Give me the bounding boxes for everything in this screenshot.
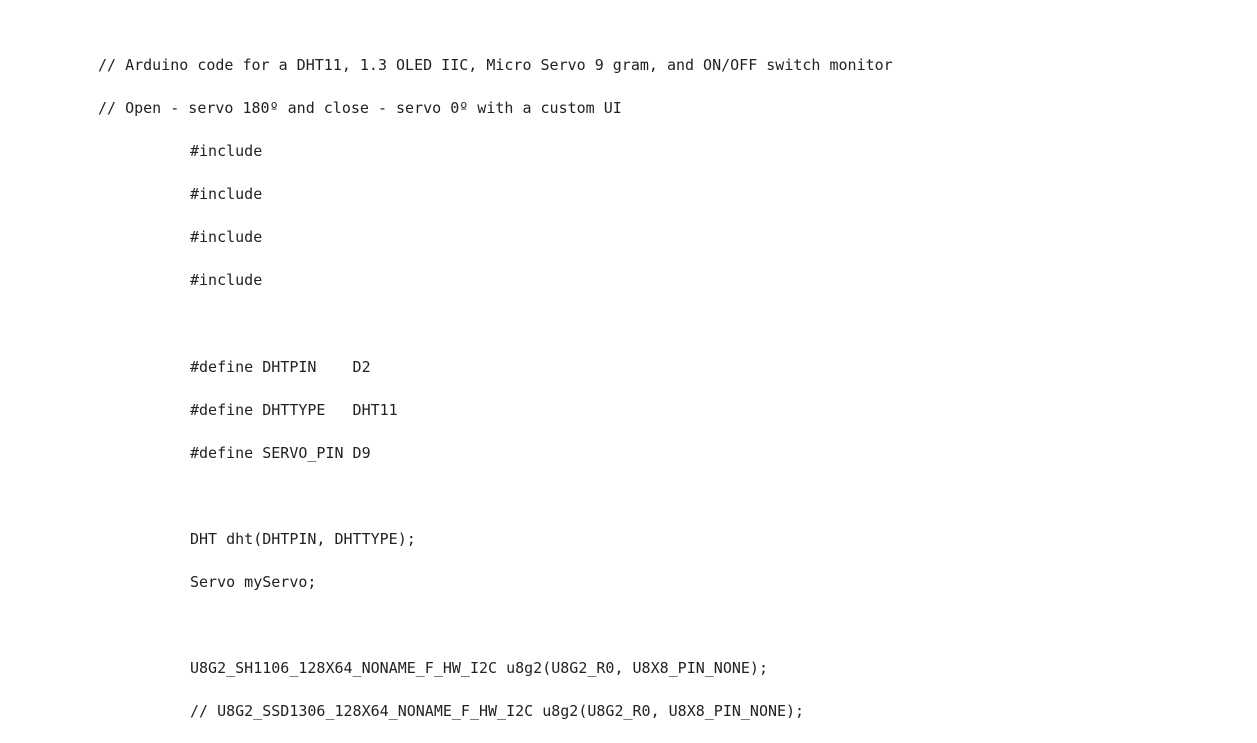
code-line-declaration: DHT dht(DHTPIN, DHTTYPE); [190, 530, 416, 549]
code-line-include: #include [190, 271, 263, 290]
code-line-declaration: Servo myServo; [190, 573, 317, 592]
code-line-comment: // Open - servo 180º and close - servo 0… [98, 99, 622, 118]
code-line-define: #define SERVO_PIN D9 [190, 443, 371, 462]
code-line-include: #include [190, 142, 263, 161]
code-line-blank [98, 613, 893, 638]
code-line-include: #include [190, 185, 263, 204]
code-block: // Arduino code for a DHT11, 1.3 OLED II… [98, 53, 893, 743]
code-line-include: #include [190, 228, 263, 247]
code-line-define: #define DHTPIN D2 [190, 357, 371, 376]
code-line-declaration: U8G2_SH1106_128X64_NONAME_F_HW_I2C u8g2(… [190, 659, 768, 678]
code-line-comment: // U8G2_SSD1306_128X64_NONAME_F_HW_I2C u… [190, 702, 805, 721]
code-line-comment: // Arduino code for a DHT11, 1.3 OLED II… [98, 56, 893, 74]
code-line-blank [98, 484, 893, 509]
code-line-define: #define DHTTYPE DHT11 [190, 400, 398, 419]
code-line-blank [98, 312, 893, 337]
